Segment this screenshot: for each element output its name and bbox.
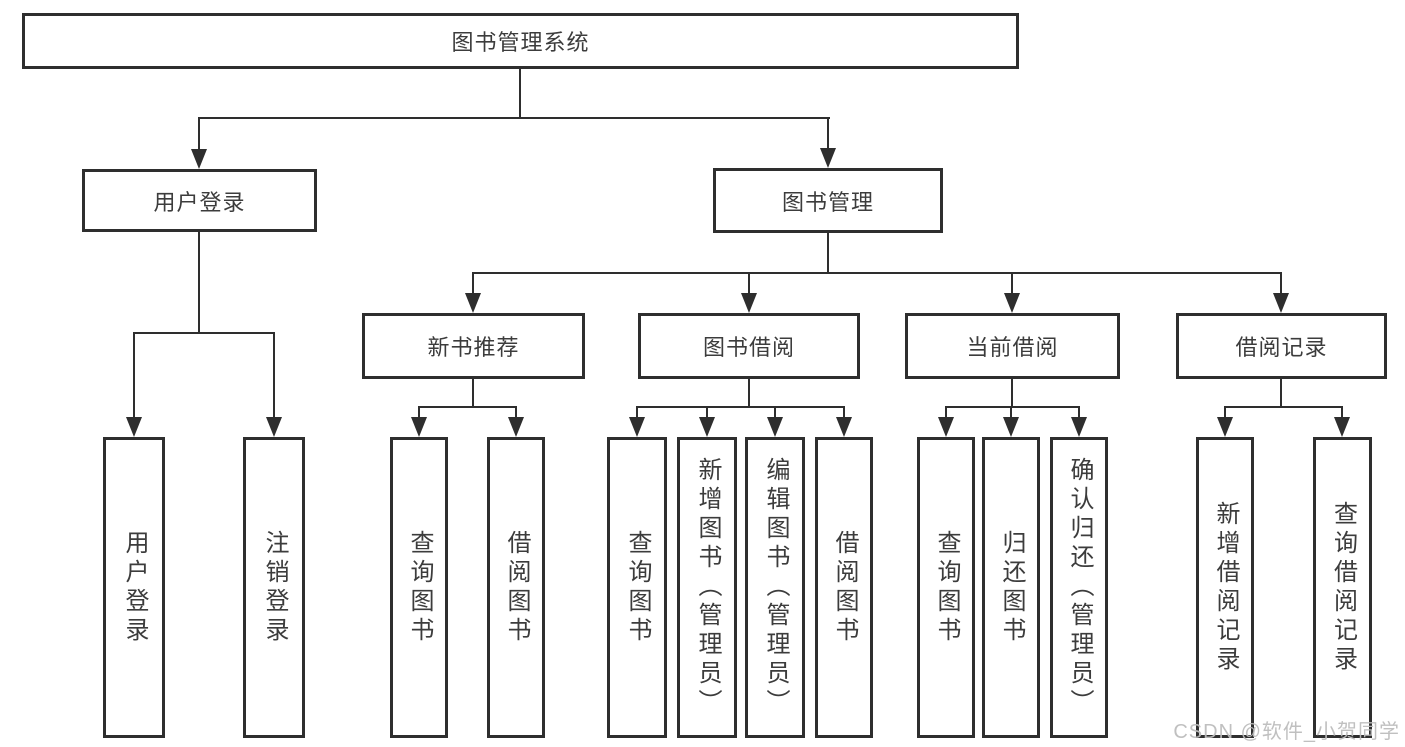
- arrow-head: [836, 417, 852, 437]
- connector-line: [198, 117, 830, 119]
- connector-line: [1280, 378, 1282, 408]
- connector-line: [133, 332, 275, 334]
- leaf-add-borrow-record: 新增借阅记录: [1196, 437, 1254, 738]
- node-borrowing-records: 借阅记录: [1176, 313, 1387, 379]
- leaf-return-book: 归还图书: [982, 437, 1040, 738]
- connector-line: [519, 68, 521, 119]
- arrow-head: [1217, 417, 1233, 437]
- arrow-head: [741, 293, 757, 313]
- connector-line: [748, 378, 750, 408]
- arrow-head: [126, 417, 142, 437]
- arrow-head: [629, 417, 645, 437]
- node-user-login: 用户登录: [82, 169, 317, 232]
- arrow-head: [191, 149, 207, 169]
- connector-line: [472, 378, 474, 408]
- connector-line: [827, 117, 829, 150]
- connector-line: [945, 406, 1080, 408]
- connector-line: [1010, 406, 1012, 419]
- leaf-user-login: 用户登录: [103, 437, 165, 738]
- connector-line: [945, 406, 947, 419]
- leaf-query-book-recommend: 查询图书: [390, 437, 448, 738]
- leaf-logout-login: 注销登录: [243, 437, 305, 738]
- arrow-head: [938, 417, 954, 437]
- leaf-borrow-book: 借阅图书: [815, 437, 873, 738]
- csdn-watermark: CSDN @软件_小贺同学: [1173, 721, 1400, 743]
- arrow-head: [266, 417, 282, 437]
- arrow-head: [465, 293, 481, 313]
- leaf-borrow-book-recommend: 借阅图书: [487, 437, 545, 738]
- node-library-management-system: 图书管理系统: [22, 13, 1019, 69]
- arrow-head: [699, 417, 715, 437]
- arrow-head: [411, 417, 427, 437]
- connector-line: [1078, 406, 1080, 419]
- connector-line: [472, 272, 1282, 274]
- connector-line: [273, 332, 275, 419]
- connector-line: [418, 406, 420, 419]
- arrow-head: [1334, 417, 1350, 437]
- node-book-borrowing: 图书借阅: [638, 313, 860, 379]
- connector-line: [706, 406, 708, 419]
- connector-line: [636, 406, 845, 408]
- arrow-head: [508, 417, 524, 437]
- arrow-head: [1004, 293, 1020, 313]
- connector-line: [1011, 378, 1013, 408]
- node-new-book-recommendation: 新书推荐: [362, 313, 585, 379]
- leaf-confirm-return-admin: 确认归还（管理员）: [1050, 437, 1108, 738]
- leaf-query-book-borrow: 查询图书: [607, 437, 667, 738]
- leaf-query-borrow-record: 查询借阅记录: [1313, 437, 1372, 738]
- node-current-borrowing: 当前借阅: [905, 313, 1120, 379]
- leaf-edit-book-admin: 编辑图书（管理员）: [745, 437, 805, 738]
- connector-line: [1280, 272, 1282, 295]
- connector-line: [1341, 406, 1343, 419]
- connector-line: [472, 272, 474, 295]
- connector-line: [198, 117, 200, 151]
- connector-line: [133, 332, 135, 419]
- connector-line: [418, 406, 517, 408]
- arrow-head: [820, 148, 836, 168]
- connector-line: [843, 406, 845, 419]
- node-book-management: 图书管理: [713, 168, 943, 233]
- arrow-head: [767, 417, 783, 437]
- connector-line: [1011, 272, 1013, 295]
- connector-line: [515, 406, 517, 419]
- connector-line: [636, 406, 638, 419]
- connector-line: [1224, 406, 1343, 408]
- connector-line: [774, 406, 776, 419]
- arrow-head: [1273, 293, 1289, 313]
- connector-line: [748, 272, 750, 295]
- connector-line: [827, 232, 829, 274]
- arrow-head: [1071, 417, 1087, 437]
- connector-line: [198, 231, 200, 334]
- leaf-add-book-admin: 新增图书（管理员）: [677, 437, 737, 738]
- arrow-head: [1003, 417, 1019, 437]
- connector-line: [1224, 406, 1226, 419]
- leaf-query-book-current: 查询图书: [917, 437, 975, 738]
